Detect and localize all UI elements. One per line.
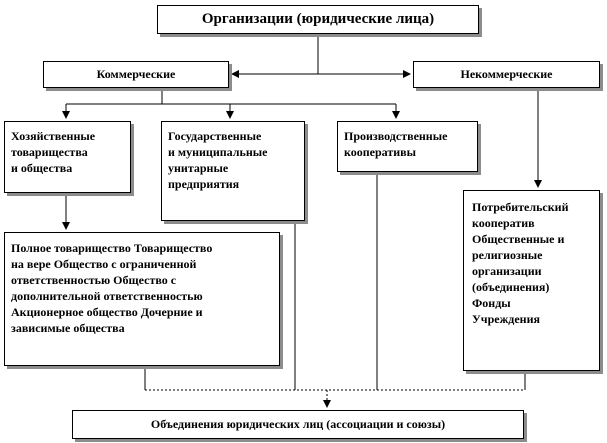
noncommercial-label: Некоммерческие [460,67,553,81]
associations-label: Объединения юридических лиц (ассоциации … [150,417,446,431]
commercial-label: Коммерческие [96,67,176,81]
text-line: Потребительский [472,200,569,214]
text-line: кооператив [472,216,535,230]
text-line: товарищества [11,145,88,159]
text-line: и общества [11,161,73,175]
text-line: Учреждения [472,312,540,326]
text-line: (объединения) [472,280,550,294]
text-line: зависимые общества [11,321,125,335]
text-line: Полное товарищество Товарищество [11,241,213,255]
associations-box: Объединения юридических лиц (ассоциации … [72,410,524,439]
text-line: Государственные [168,129,262,143]
business-partnerships-box: Хозяйственные товарищества и общества [4,121,131,193]
text-line: и муниципальные [168,145,268,159]
noncommercial-forms-box: Потребительский кооператив Общественные … [463,190,600,371]
text-line: Общественные и [472,232,565,246]
root-label: Организации (юридические лица) [201,11,435,27]
text-line: кооперативы [344,145,417,159]
production-cooperatives-box: Производственные кооперативы [337,121,478,172]
text-line: организации [472,264,542,278]
root-box: Организации (юридические лица) [157,5,479,34]
text-line: Производственные [344,129,448,143]
text-line: Хозяйственные [11,129,96,143]
unitary-enterprises-box: Государственные и муниципальные унитарны… [161,121,305,221]
text-line: ответственностью Общество с [11,273,177,287]
text-line: Акционерное общество Дочерние и [11,305,203,319]
text-line: дополнительной ответственностью [11,289,203,303]
business-forms-box: Полное товарищество Товарищество на вере… [4,232,280,366]
text-line: унитарные [168,161,229,175]
text-line: на вере Общество с ограниченной [11,257,197,271]
commercial-box: Коммерческие [43,61,229,88]
text-line: Фонды [472,296,511,310]
text-line: предприятия [168,177,240,191]
noncommercial-box: Некоммерческие [413,61,600,88]
text-line: религиозные [472,248,543,262]
